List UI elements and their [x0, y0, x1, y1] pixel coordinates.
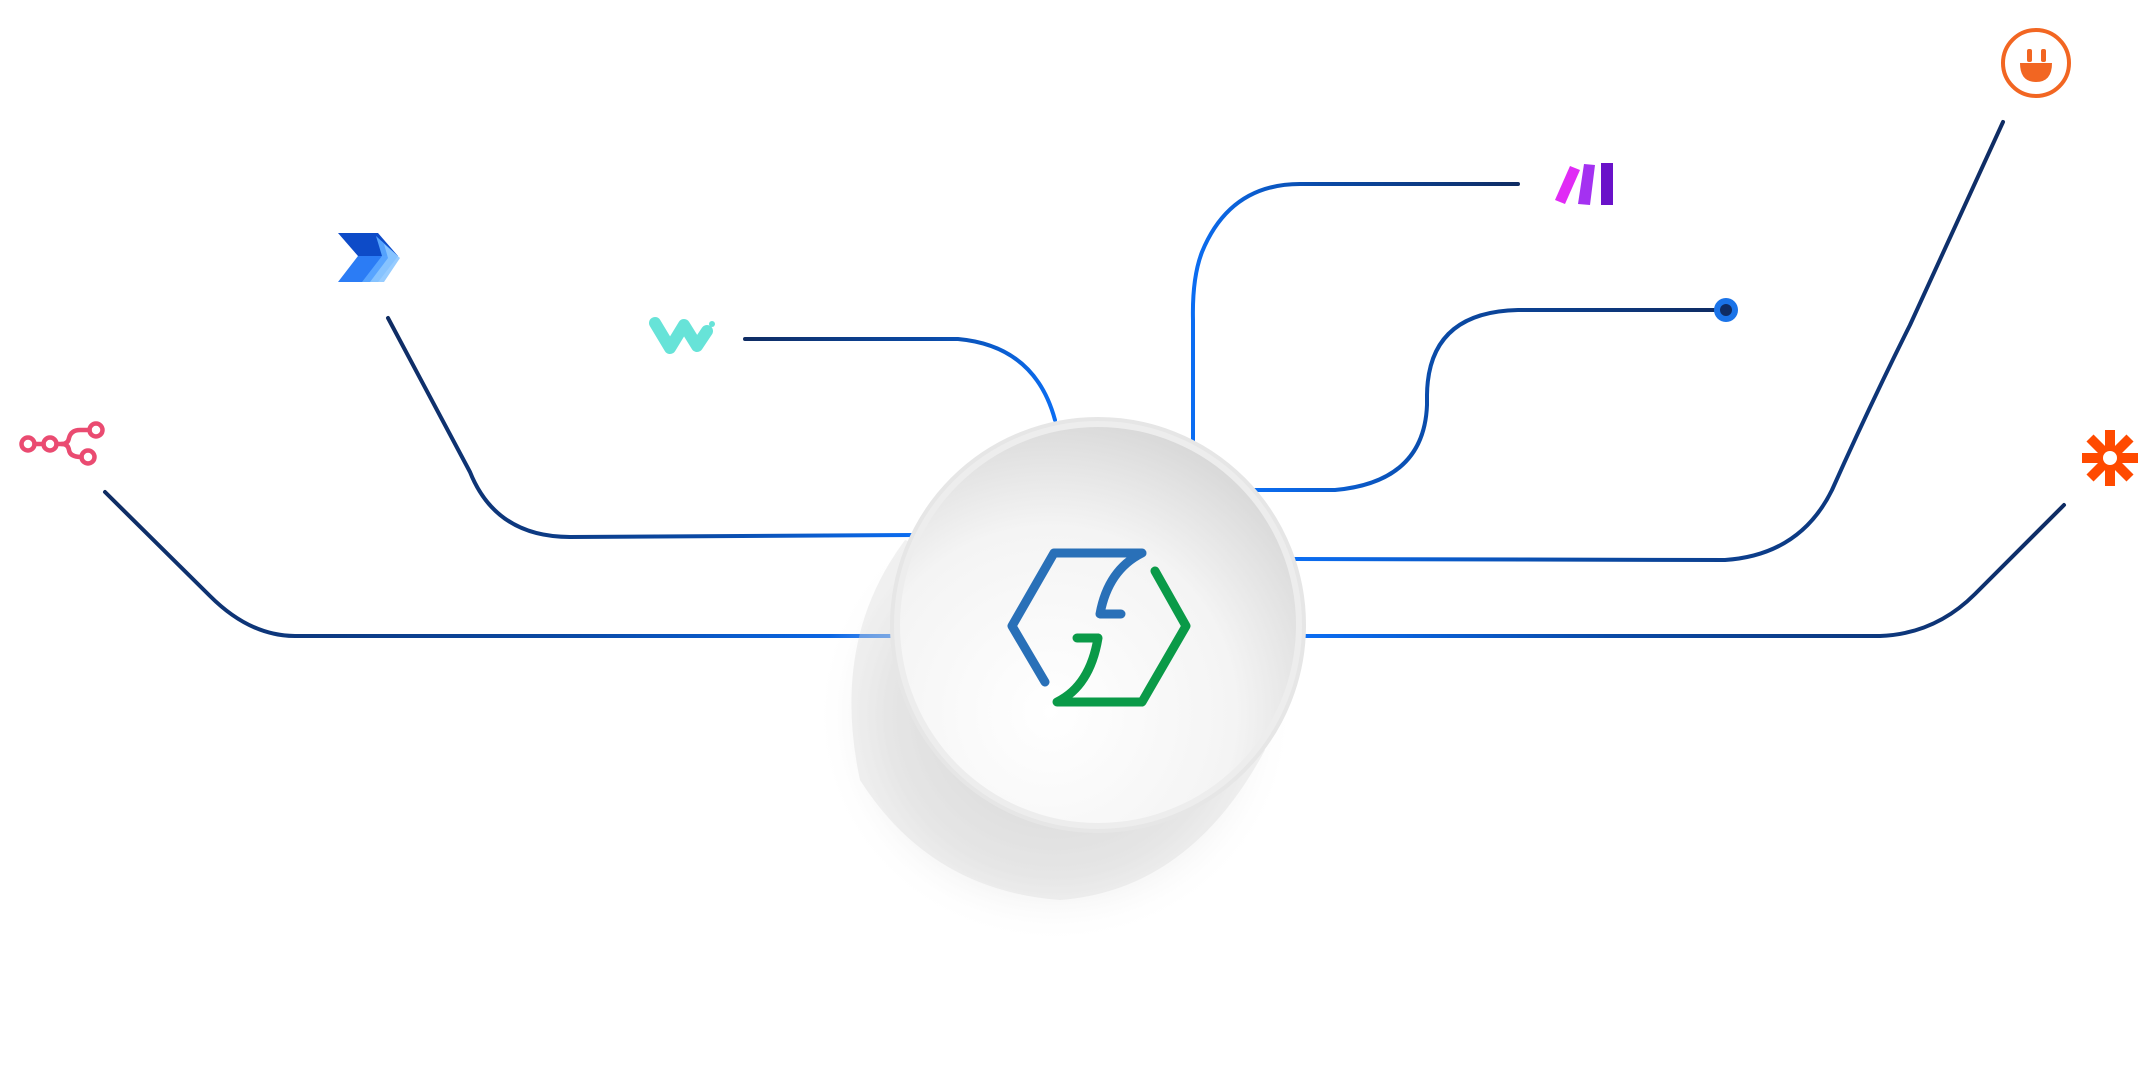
- connector-workato: [743, 337, 1057, 422]
- workato-icon[interactable]: [649, 317, 715, 354]
- integration-hub-logo-icon: [1007, 548, 1191, 707]
- make-icon[interactable]: [1555, 163, 1613, 205]
- connector-zapier: [1304, 503, 2066, 638]
- endpoint-dot-icon[interactable]: [1714, 298, 1738, 322]
- connector-make: [1190, 182, 1520, 444]
- n8n-workflow-icon[interactable]: [19, 421, 105, 466]
- connector-power-automate: [386, 316, 917, 539]
- integrately-plug-icon[interactable]: [2001, 28, 2071, 98]
- connector-integrately: [1293, 120, 2005, 562]
- hub-node[interactable]: [890, 417, 1306, 833]
- connector-lines: [103, 120, 2066, 638]
- hub-face: [900, 427, 1296, 823]
- connector-endpoint: [1253, 308, 1720, 492]
- power-automate-icon[interactable]: [338, 233, 400, 282]
- zapier-asterisk-icon[interactable]: [2082, 430, 2138, 486]
- connector-n8n: [103, 490, 892, 638]
